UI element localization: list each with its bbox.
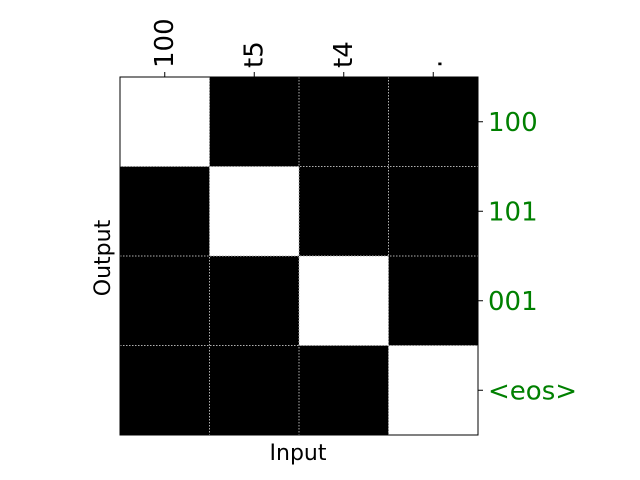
y-tick-label: 101 <box>488 197 538 227</box>
x-tick-label: 100 <box>150 18 180 68</box>
y-tick-label: 001 <box>488 287 538 317</box>
heatmap-cell <box>209 77 299 167</box>
heatmap-cell <box>388 77 478 167</box>
heatmap-grid <box>120 77 478 435</box>
heatmap-cell <box>209 345 299 435</box>
x-tick-label: . <box>418 60 448 68</box>
heatmap-cell <box>120 256 210 346</box>
heatmap-cell <box>388 256 478 346</box>
heatmap-cell <box>299 345 389 435</box>
heatmap-cell <box>120 77 210 167</box>
x-axis-label: Input <box>270 441 327 466</box>
x-ticks: 100 t5 t4. <box>150 18 448 77</box>
y-axis-label: Output <box>91 219 116 296</box>
x-tick-label: t4 <box>329 41 359 68</box>
heatmap-cell <box>388 166 478 256</box>
y-tick-label: <eos> <box>488 376 577 406</box>
heatmap-cell <box>299 77 389 167</box>
heatmap-cells <box>120 77 478 435</box>
heatmap-cell <box>299 166 389 256</box>
heatmap-cell <box>209 166 299 256</box>
y-ticks: 100 101 001 <eos> <box>478 108 577 406</box>
x-tick-label: t5 <box>239 41 269 68</box>
y-tick-label: 100 <box>488 108 538 138</box>
heatmap-cell <box>388 345 478 435</box>
heatmap-cell <box>209 256 299 346</box>
plot-frame <box>119 76 479 436</box>
heatmap-cell <box>120 345 210 435</box>
heatmap-cell <box>299 256 389 346</box>
heatmap-cell <box>120 166 210 256</box>
